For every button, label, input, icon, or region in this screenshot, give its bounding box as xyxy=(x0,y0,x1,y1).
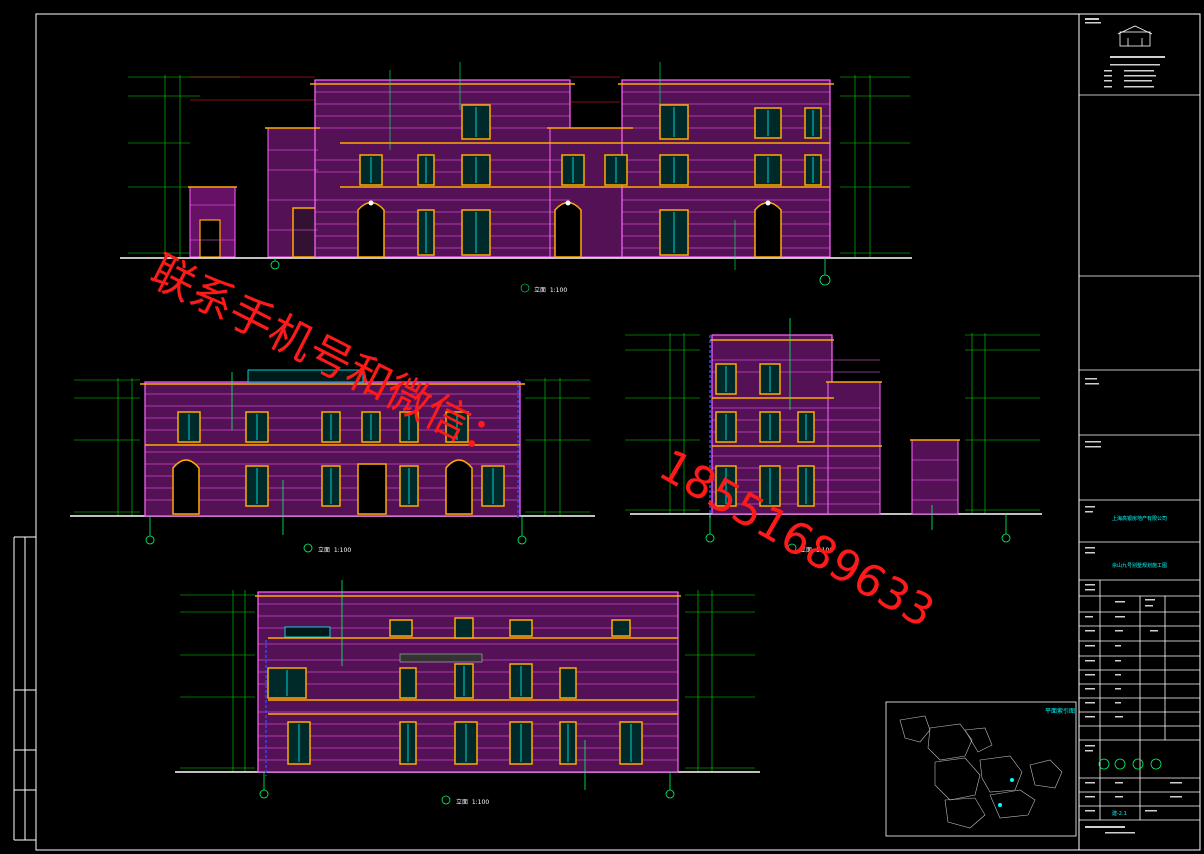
key-plan-title: 平面索引图 xyxy=(1045,708,1076,715)
elevation-index-circles xyxy=(1098,758,1162,770)
elevation-1-title: 立面 1:100 xyxy=(534,287,568,294)
elevation-3 xyxy=(625,318,1042,553)
elevation-3-title: 立面 1:100 xyxy=(800,547,834,554)
company-logo xyxy=(1117,25,1153,47)
elevation-2 xyxy=(70,369,595,553)
elevation-2-title: 立面 1:100 xyxy=(318,547,352,554)
key-plan xyxy=(885,701,1077,837)
elevation-4 xyxy=(175,580,760,805)
elevation-1 xyxy=(120,62,912,293)
title-block xyxy=(1079,94,1200,821)
client-name: 上海高银房地产有限公司 xyxy=(1112,516,1168,522)
elevation-4-title: 立面 1:100 xyxy=(456,799,490,806)
sheet-frame xyxy=(13,13,1201,851)
sheet-number: 建-2.1 xyxy=(1112,811,1127,817)
titleblock-fields xyxy=(1085,18,1182,834)
project-name: 佘山九号别墅规划施工图 xyxy=(1112,563,1168,569)
